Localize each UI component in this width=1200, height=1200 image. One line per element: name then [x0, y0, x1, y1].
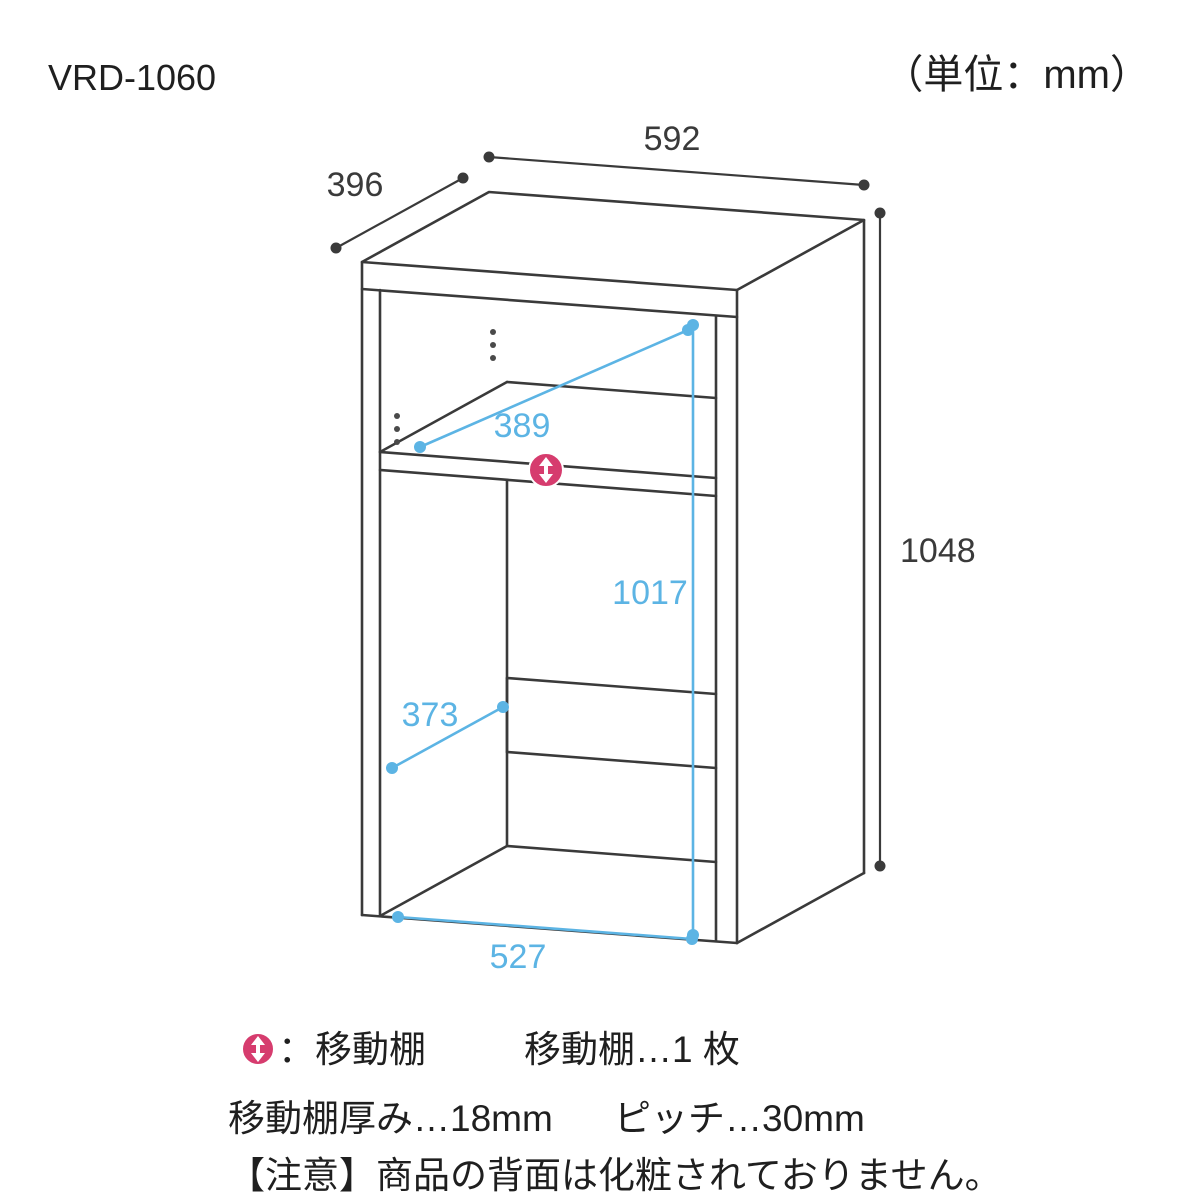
up-down-arrow-icon [251, 1036, 265, 1062]
dimension-inner-width-label: 527 [490, 938, 547, 976]
right-bottom-edge [735, 871, 866, 945]
up-down-arrow-icon [539, 457, 553, 483]
cabinet-drawing [360, 190, 866, 945]
floor-back-edge [505, 844, 718, 864]
legend-marker [241, 1032, 275, 1066]
unit-note: （単位：mm） [883, 53, 1150, 97]
dimension-inner-width: 527 [392, 911, 698, 976]
dimension-inner-height: 1017 [612, 319, 699, 941]
legend-pitch: ピッチ…30mm [614, 1098, 865, 1139]
dimension-inner-height-label: 1017 [612, 574, 688, 612]
dimension-lower-depth: 373 [386, 696, 509, 774]
dimension-shelf-depth: 389 [414, 324, 694, 453]
legend-marker-count: 移動棚…1 枚 [524, 1029, 740, 1070]
legend-caution-note: 【注意】商品の背面は化粧されておりません。 [228, 1155, 1002, 1196]
dimension-height: 1048 [874, 207, 976, 872]
cabinet-top-face [360, 190, 866, 292]
dimension-shelf-depth-label: 389 [494, 407, 551, 445]
legend-shelf-thickness: 移動棚厚み…18mm [228, 1098, 553, 1139]
dimension-depth-label: 396 [327, 166, 384, 204]
legend-marker-label: ：移動棚 [278, 1029, 426, 1070]
dimension-depth: 396 [327, 166, 469, 254]
legend: ：移動棚 移動棚…1 枚 移動棚厚み…18mm ピッチ…30mm 【注意】商品の… [228, 1029, 1002, 1196]
back-board [505, 676, 718, 770]
dimension-width: 592 [483, 120, 870, 191]
shelf-pin-holes [394, 329, 496, 445]
dimension-width-label: 592 [644, 120, 701, 158]
dimension-lower-depth-label: 373 [402, 696, 459, 734]
movable-shelf-marker [528, 452, 564, 488]
model-number: VRD-1060 [48, 57, 216, 98]
dimension-height-label: 1048 [900, 532, 976, 570]
